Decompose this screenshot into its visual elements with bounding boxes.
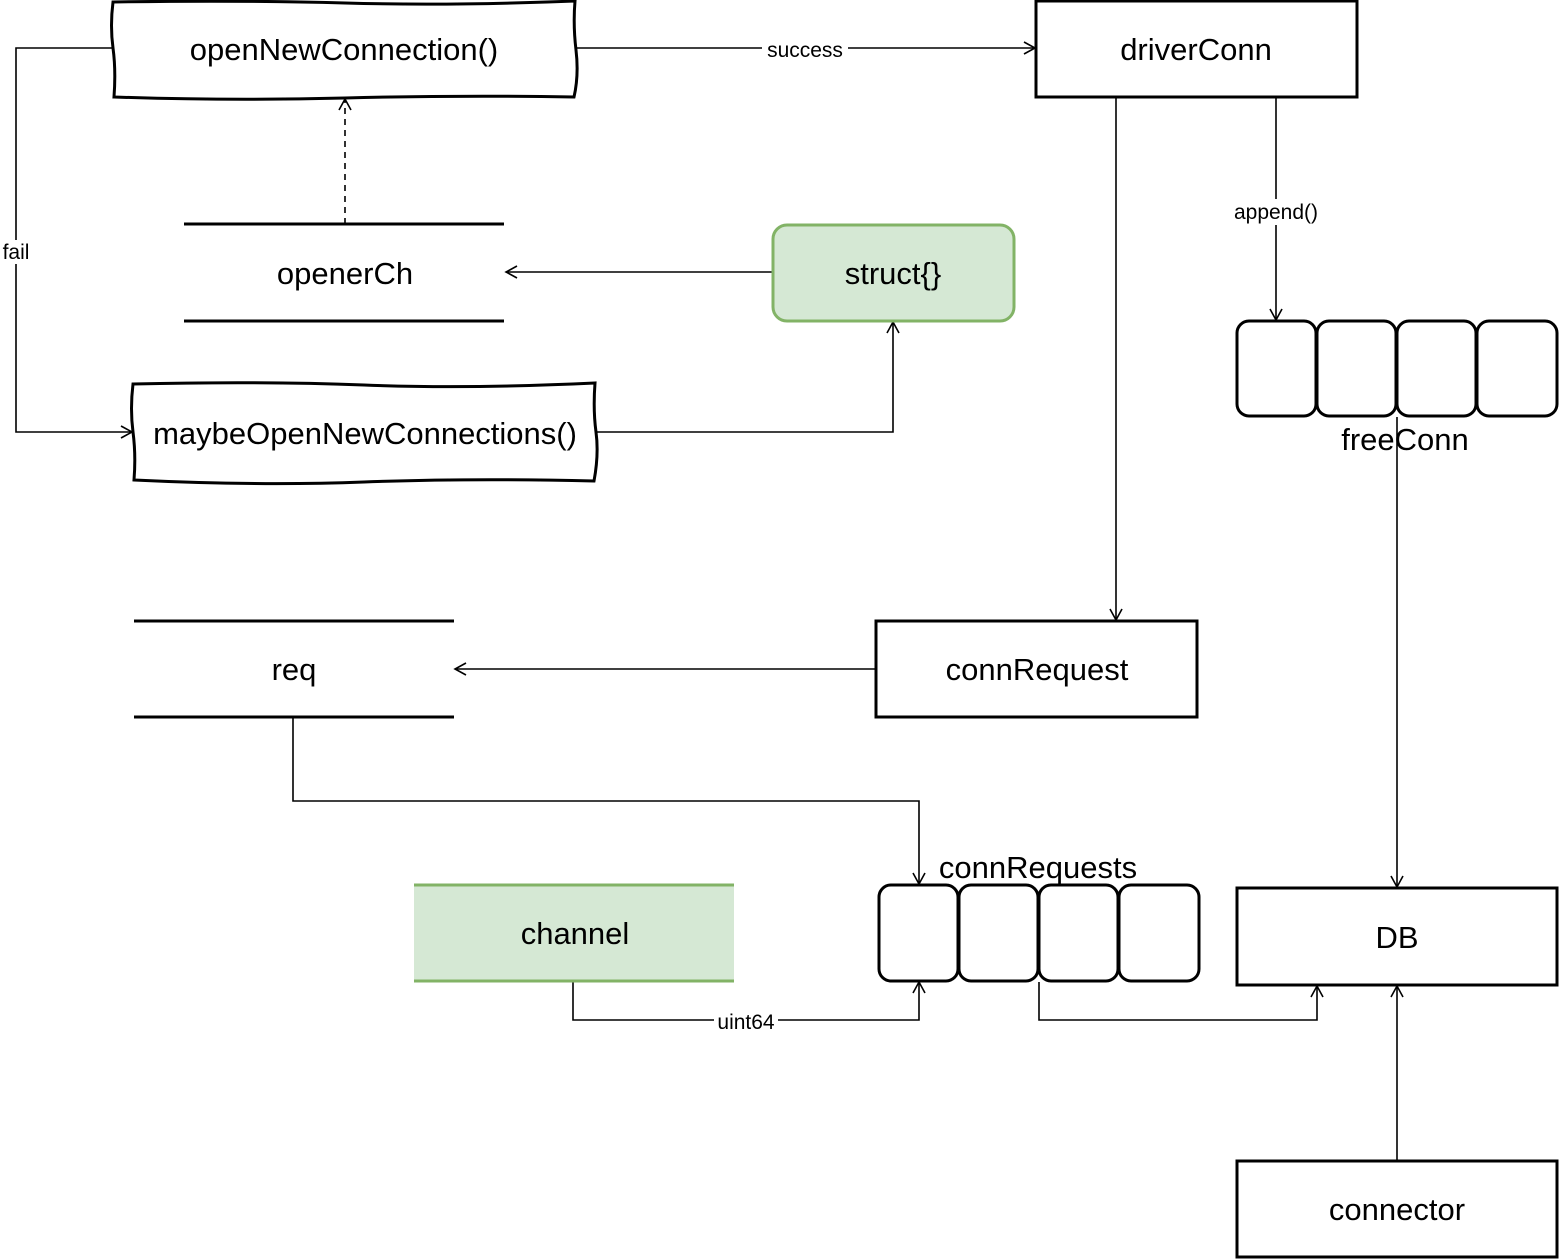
- conn-request-label: connRequest: [946, 652, 1129, 687]
- free-conn-slot: [1395, 319, 1478, 418]
- conn-requests-slot: [957, 883, 1040, 983]
- open-new-connection-label: openNewConnection(): [190, 32, 498, 67]
- conn-requests-slot: [877, 883, 960, 983]
- opener-ch-label: openerCh: [277, 256, 413, 291]
- connector-node: connector: [1235, 1159, 1559, 1259]
- channel-node: channel: [414, 883, 734, 983]
- edge-label-append: append(): [1234, 201, 1318, 224]
- free-conn-slot: [1475, 319, 1559, 418]
- edge-label-uint64: uint64: [717, 1011, 775, 1034]
- free-conn-label: freeConn: [1341, 422, 1469, 457]
- edge-label-fail: fail: [3, 241, 30, 264]
- open-new-connection-node: openNewConnection(): [110, 0, 579, 101]
- struct-label: struct{}: [845, 256, 942, 291]
- conn-requests-slot: [1117, 883, 1201, 983]
- maybe-open-node: maybeOpenNewConnections(): [130, 381, 599, 486]
- driver-conn-node: driverConn: [1034, 0, 1359, 99]
- req-label: req: [272, 652, 317, 687]
- req-node: req: [134, 619, 454, 719]
- edge-fail: [15, 47, 134, 439]
- connector-label: connector: [1329, 1192, 1465, 1227]
- db-label: DB: [1375, 920, 1418, 955]
- conn-requests-array: connRequests: [877, 850, 1201, 983]
- conn-request-node: connRequest: [874, 619, 1199, 719]
- conn-requests-slot: [1037, 883, 1120, 983]
- edge-maybe-struct: [595, 320, 900, 433]
- free-conn-array: freeConn: [1235, 319, 1559, 457]
- conn-requests-label: connRequests: [939, 850, 1137, 885]
- opener-ch-node: openerCh: [184, 222, 504, 323]
- struct-node: struct{}: [771, 223, 1016, 323]
- edge-req-connrequests: [292, 717, 926, 886]
- free-conn-slot: [1315, 319, 1398, 418]
- channel-label: channel: [521, 916, 630, 951]
- free-conn-slot: [1235, 319, 1318, 418]
- edge-label-success: success: [767, 39, 843, 62]
- driver-conn-label: driverConn: [1120, 32, 1272, 67]
- db-node: DB: [1235, 886, 1559, 987]
- maybe-open-label: maybeOpenNewConnections(): [153, 416, 577, 451]
- edge-connrequests-db: [1038, 982, 1324, 1021]
